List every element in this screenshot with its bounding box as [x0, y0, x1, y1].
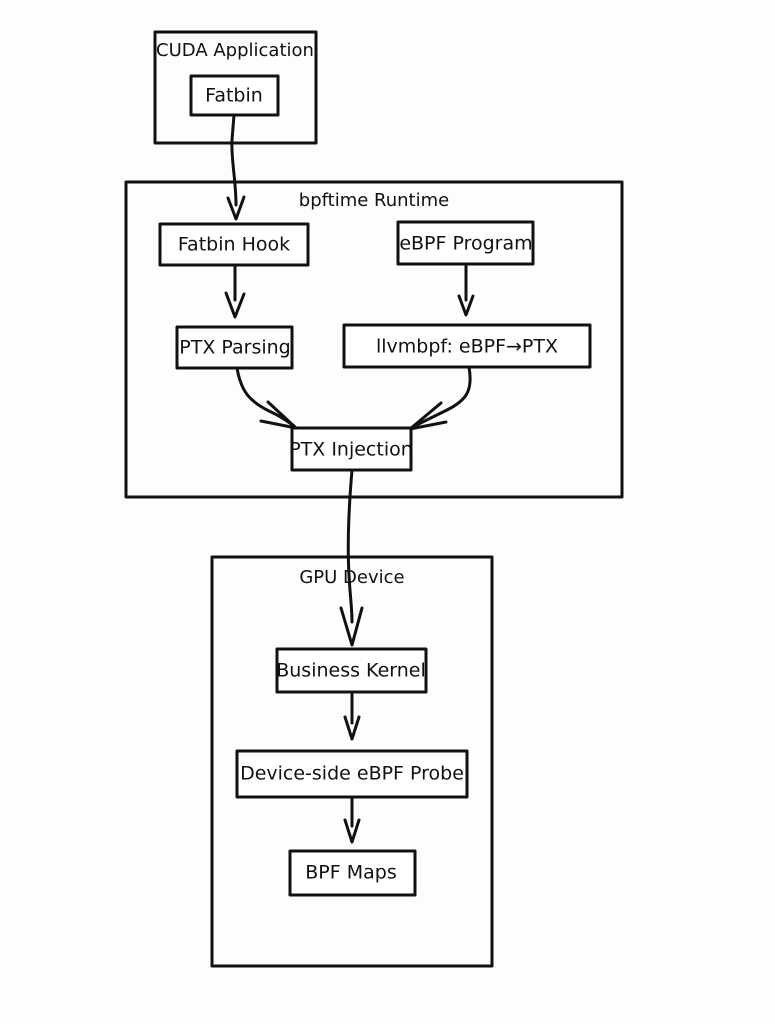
edge-fatbin-to-fatbin-hook: [226, 113, 246, 221]
edge-ptx-parsing-to-ptx-injection: [235, 366, 298, 430]
node-llvmbpf[interactable]: llvmbpf: eBPF→PTX: [342, 323, 592, 369]
node-rect-ebpf-program[interactable]: [396, 220, 535, 266]
node-rect-bpf-maps[interactable]: [288, 849, 417, 897]
node-label-bpf-maps: BPF Maps: [305, 862, 396, 884]
node-label-ebpf-program: eBPF Program: [399, 233, 532, 255]
edge-ptx-injection-to-business-kernel: [339, 468, 364, 647]
container-rect-gpu-device: [210, 555, 494, 968]
edge-line: [230, 113, 238, 207]
node-ptx-parsing[interactable]: PTX Parsing: [175, 325, 294, 370]
arrowhead-icon: [226, 195, 246, 221]
edge-probe-to-bpf-maps: [343, 795, 361, 844]
arrowhead-icon: [408, 401, 448, 431]
edge-ebpf-program-to-llvmbpf: [457, 262, 475, 317]
arrowhead-icon: [343, 818, 361, 844]
node-bpf-maps[interactable]: BPF Maps: [288, 849, 417, 897]
arrowhead-icon: [457, 294, 475, 317]
node-rect-llvmbpf[interactable]: [342, 323, 592, 369]
node-rect-business-kernel[interactable]: [275, 647, 428, 694]
node-fatbin[interactable]: Fatbin: [189, 74, 280, 117]
node-ptx-injection[interactable]: PTX Injection: [289, 426, 413, 472]
container-cuda-application: CUDA Application: [153, 30, 318, 145]
container-rect-cuda-application: [153, 30, 318, 145]
node-rect-device-side-ebpf-probe[interactable]: [235, 749, 469, 799]
edge-business-kernel-to-probe: [343, 690, 361, 741]
container-rect-bpftime-runtime: [124, 180, 624, 499]
node-label-business-kernel: Business Kernel: [276, 660, 426, 682]
node-business-kernel[interactable]: Business Kernel: [275, 647, 428, 694]
node-label-llvmbpf: llvmbpf: eBPF→PTX: [376, 336, 558, 358]
edge-fatbin-hook-to-ptx-parsing: [224, 263, 246, 319]
edge-line: [346, 468, 354, 624]
node-rect-ptx-parsing[interactable]: [175, 325, 294, 370]
arrowhead-icon: [224, 291, 246, 319]
container-title-cuda-application: CUDA Application: [156, 40, 314, 61]
container-gpu-device: GPU Device: [210, 555, 494, 968]
node-ebpf-program[interactable]: eBPF Program: [396, 220, 535, 266]
node-label-ptx-injection: PTX Injection: [289, 439, 413, 461]
node-fatbin-hook[interactable]: Fatbin Hook: [158, 222, 310, 267]
container-title-gpu-device: GPU Device: [299, 567, 404, 588]
container-bpftime-runtime: bpftime Runtime: [124, 180, 624, 499]
node-label-fatbin: Fatbin: [205, 85, 263, 107]
node-device-side-ebpf-probe[interactable]: Device-side eBPF Probe: [235, 749, 469, 799]
node-rect-fatbin-hook[interactable]: [158, 222, 310, 267]
node-rect-fatbin[interactable]: [189, 74, 280, 117]
container-title-bpftime-runtime: bpftime Runtime: [299, 190, 449, 211]
node-label-device-side-ebpf-probe: Device-side eBPF Probe: [240, 763, 464, 785]
node-rect-ptx-injection[interactable]: [290, 426, 413, 472]
arrowhead-icon: [339, 606, 364, 647]
node-label-fatbin-hook: Fatbin Hook: [178, 234, 290, 256]
node-label-ptx-parsing: PTX Parsing: [179, 337, 290, 359]
edge-line: [411, 365, 472, 429]
edge-llvmbpf-to-ptx-injection: [408, 365, 472, 431]
arrowhead-icon: [343, 715, 361, 741]
